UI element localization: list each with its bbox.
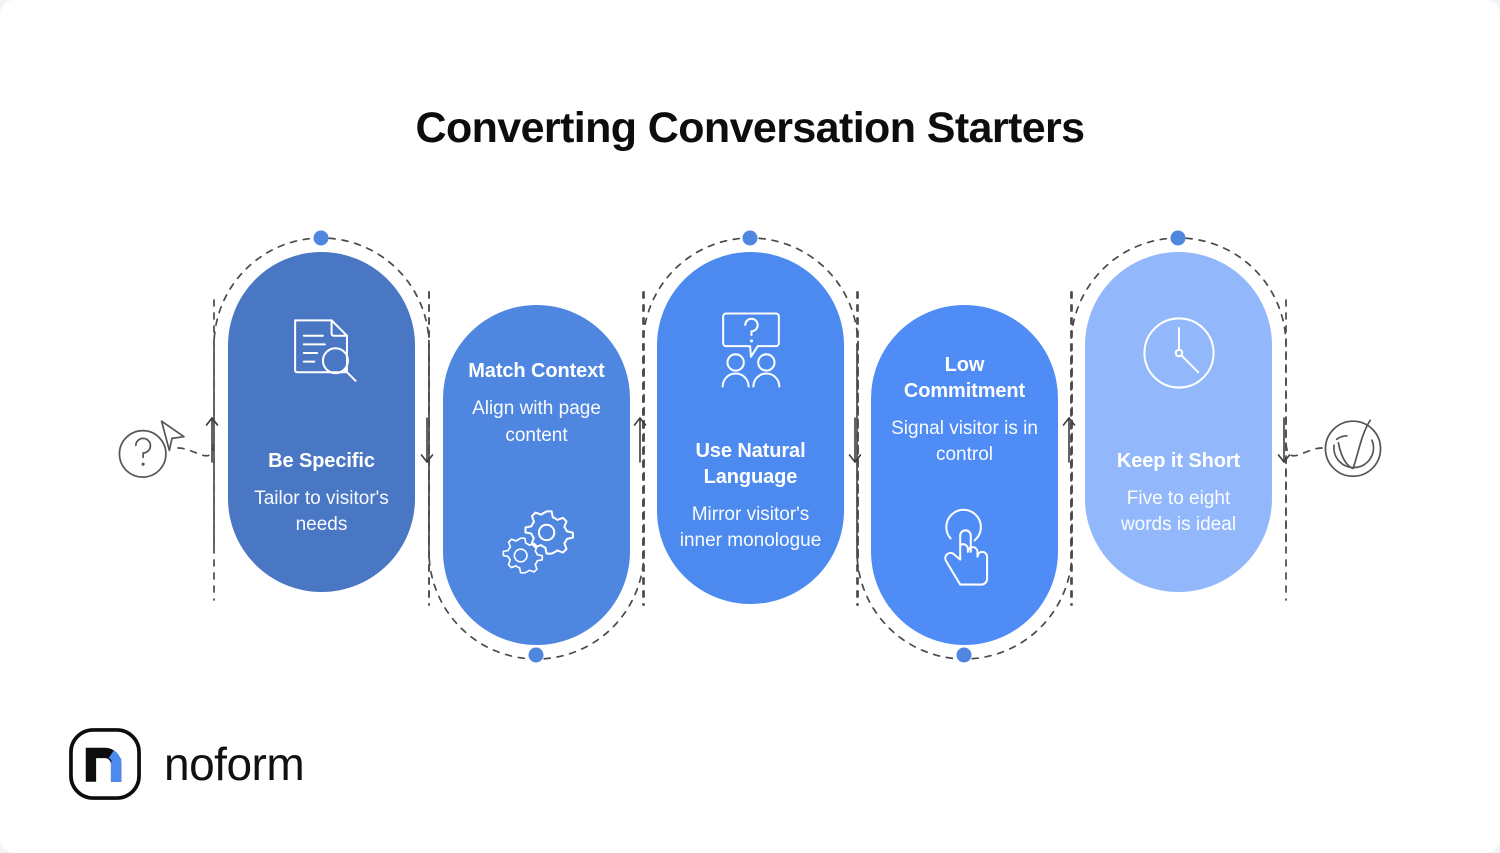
connector-node-dot xyxy=(1170,230,1186,246)
gears-icon xyxy=(489,496,585,592)
card-match-context[interactable]: Match Context Align with page content xyxy=(443,305,630,645)
connector-node-dot xyxy=(528,647,544,663)
flow-arrow-up xyxy=(205,417,219,463)
card-title: Match Context xyxy=(468,360,605,383)
flow-arrow-up xyxy=(633,417,647,463)
card-keep-it-short[interactable]: Keep it Short Five to eight words is ide… xyxy=(1085,252,1272,592)
flow-arrow-down xyxy=(848,417,862,463)
noform-logo-icon xyxy=(68,727,142,801)
card-description: Signal visitor is in control xyxy=(891,417,1038,466)
card-use-natural-language[interactable]: Use Natural Language Mirror visitor's in… xyxy=(657,252,844,604)
noform-logo[interactable]: noform xyxy=(68,727,305,801)
tap-hand-icon xyxy=(917,502,1013,598)
clock-icon xyxy=(1131,305,1227,401)
document-search-icon xyxy=(274,305,370,401)
flow-arrow-up xyxy=(1062,417,1076,463)
conversation-question-icon xyxy=(703,302,799,398)
card-description: Five to eight words is ideal xyxy=(1120,488,1237,536)
connector-node-dot xyxy=(313,230,329,246)
card-title: Keep it Short xyxy=(1116,450,1241,473)
card-description: Tailor to visitor's needs xyxy=(254,488,389,536)
question-cursor-icon xyxy=(110,404,196,490)
card-low-commitment[interactable]: Low Commitment Signal visitor is in cont… xyxy=(871,305,1058,645)
logo-wordmark: noform xyxy=(164,738,305,790)
card-title: Low Commitment xyxy=(903,353,1026,402)
flow-arrow-down xyxy=(420,417,434,463)
card-description: Mirror visitor's inner monologue xyxy=(679,503,822,551)
connector-node-dot xyxy=(956,647,972,663)
check-circle-icon xyxy=(1310,404,1396,490)
card-be-specific[interactable]: Be Specific Tailor to visitor's needs xyxy=(228,252,415,592)
card-description: Align with page content xyxy=(472,398,601,446)
page-title: Converting Conversation Starters xyxy=(415,104,1086,152)
connector-node-dot xyxy=(742,230,758,246)
card-title: Be Specific xyxy=(268,450,375,473)
flow-arrow-down xyxy=(1277,417,1291,463)
card-title: Use Natural Language xyxy=(695,439,806,488)
